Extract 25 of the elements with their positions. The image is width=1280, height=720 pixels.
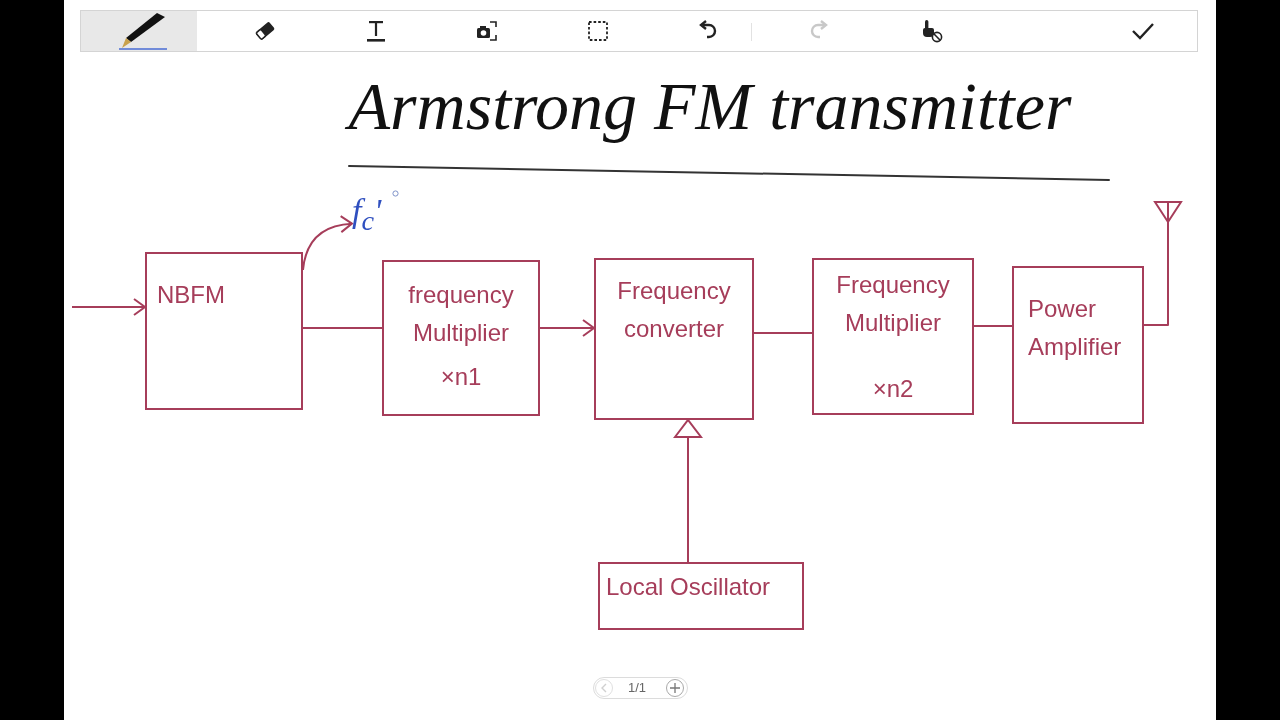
process-box	[382, 260, 540, 416]
connector-line	[302, 327, 383, 329]
box-label: ×n1	[439, 362, 483, 392]
process-box	[594, 258, 754, 420]
arrow	[71, 298, 146, 316]
process-box	[598, 562, 804, 630]
annotation-label: f$_{c}$'	[352, 192, 382, 236]
arrow	[539, 319, 595, 337]
page-number: 1/1	[628, 680, 647, 696]
box-label: Local Oscillator	[606, 572, 772, 602]
box-label: Frequency Multiplier	[835, 270, 951, 339]
box-label: Frequency converter	[616, 276, 732, 345]
process-box	[145, 252, 303, 410]
connector-line	[753, 332, 813, 334]
process-box	[1012, 266, 1144, 424]
arrow	[674, 419, 702, 563]
antenna-icon	[1153, 200, 1183, 230]
connector-line	[973, 325, 1013, 327]
process-box	[812, 258, 974, 415]
diagram-title: Armstrong FM transmitter	[330, 66, 1090, 148]
box-label: Power Amplifier	[1028, 294, 1123, 363]
box-label: frequency Multiplier	[407, 280, 515, 349]
box-label: ×n2	[871, 374, 915, 404]
box-label: NBFM	[157, 280, 226, 310]
connector-line	[1143, 229, 1169, 326]
